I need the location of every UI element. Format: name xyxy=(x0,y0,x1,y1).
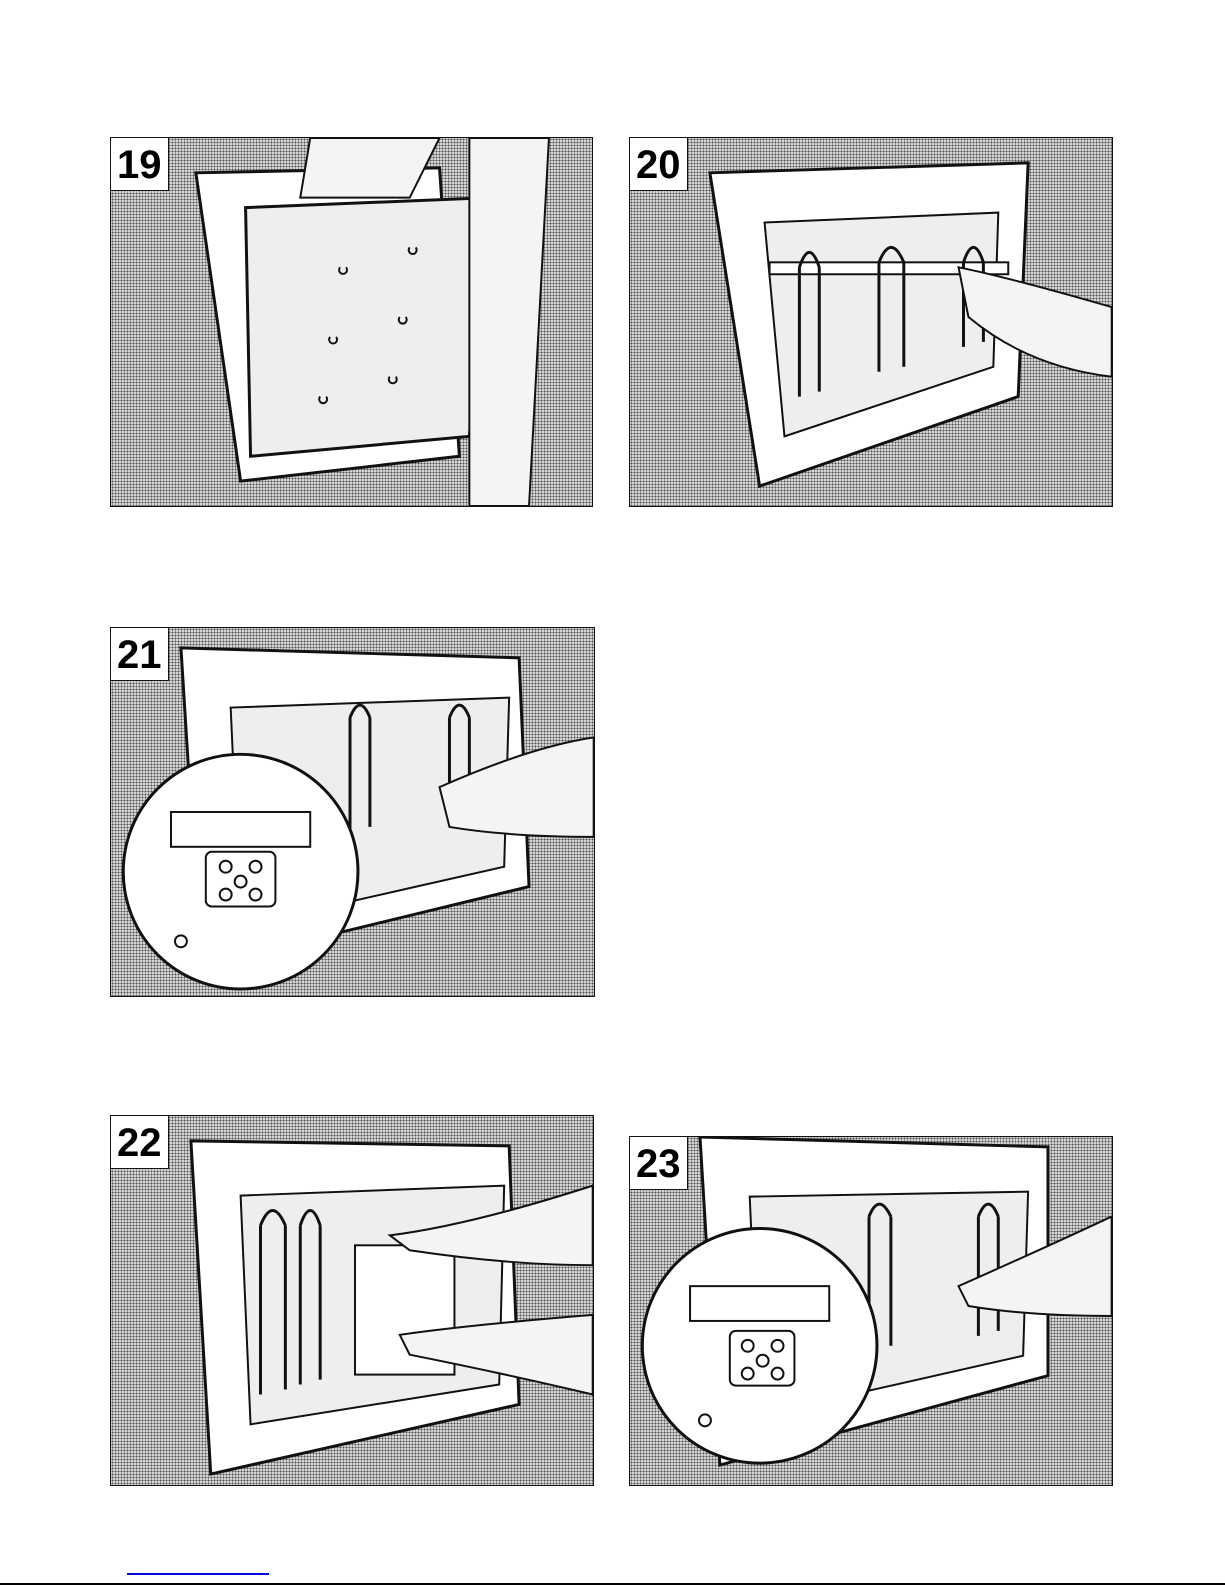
step-number: 21 xyxy=(111,628,169,681)
step-22-illustration: 22 xyxy=(110,1115,594,1486)
step-23-illustration: 23 xyxy=(629,1136,1113,1486)
step-number: 22 xyxy=(111,1116,169,1169)
element-refit-detail-drawing xyxy=(640,1137,1112,1468)
heating-element-drawing xyxy=(708,161,1112,489)
insulation-panel-drawing xyxy=(189,1139,593,1476)
step-21-illustration: 21 xyxy=(110,627,595,997)
step-20-illustration: 20 xyxy=(629,137,1113,507)
step-number: 19 xyxy=(111,138,169,191)
step-number: 23 xyxy=(630,1137,688,1190)
element-fixing-detail-drawing xyxy=(121,646,594,991)
step-number: 20 xyxy=(630,138,688,191)
page-bottom-rule xyxy=(0,1583,1225,1585)
radiator-panel-removal-drawing xyxy=(194,138,550,506)
link-underline xyxy=(127,1573,269,1575)
step-19-illustration: 19 xyxy=(110,137,593,507)
